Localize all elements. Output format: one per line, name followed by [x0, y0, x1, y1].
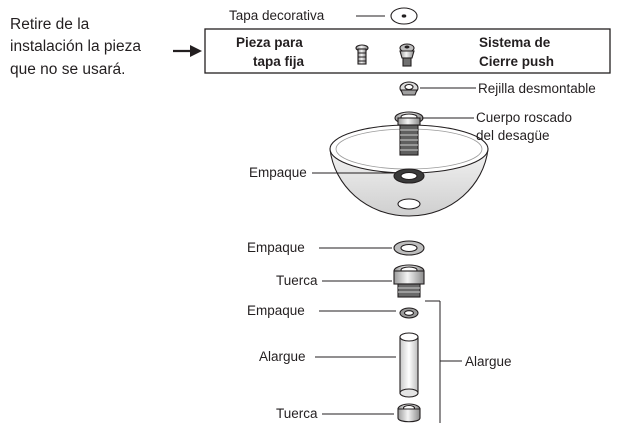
label-sistema-push-2: Cierre push [479, 54, 554, 69]
label-tuerca-1: Tuerca [276, 273, 318, 288]
label-pieza-tapa-fija-1: Pieza para [236, 35, 303, 50]
label-alargue-pieza: Alargue [259, 349, 306, 364]
label-empaque-2: Empaque [247, 303, 305, 318]
label-alargue-grupo: Alargue [465, 354, 512, 369]
alargue-group-bracket [425, 300, 462, 423]
note-line-3: que no se usará. [10, 61, 125, 78]
threaded-drain-body-part [394, 111, 424, 156]
note-arrow [173, 45, 202, 57]
note-line-1: Retire de la [10, 16, 90, 33]
label-pieza-tapa-fija-2: tapa fija [253, 54, 305, 69]
label-cuerpo-1: Cuerpo roscado [476, 110, 572, 125]
push-system-part [399, 43, 415, 67]
label-tapa-decorativa: Tapa decorativa [229, 8, 325, 23]
nut-1-part [393, 264, 425, 298]
note-line-2: instalación la pieza [10, 38, 141, 55]
fixed-cap-part [355, 44, 369, 65]
label-tuerca-2: Tuerca [276, 406, 318, 421]
nut-2-part [397, 403, 421, 423]
strainer-part [399, 81, 419, 96]
gasket-1-part [393, 240, 425, 256]
label-empaque-lavabo: Empaque [249, 165, 307, 180]
label-sistema-push-1: Sistema de [479, 35, 551, 50]
gasket-in-sink-part [393, 168, 425, 184]
extension-tube-part [399, 332, 419, 398]
label-cuerpo-2: del desagüe [476, 128, 550, 143]
label-rejilla: Rejilla desmontable [478, 81, 596, 96]
decorative-cap-part [390, 7, 418, 25]
gasket-2-part [399, 307, 419, 319]
label-empaque-1: Empaque [247, 240, 305, 255]
